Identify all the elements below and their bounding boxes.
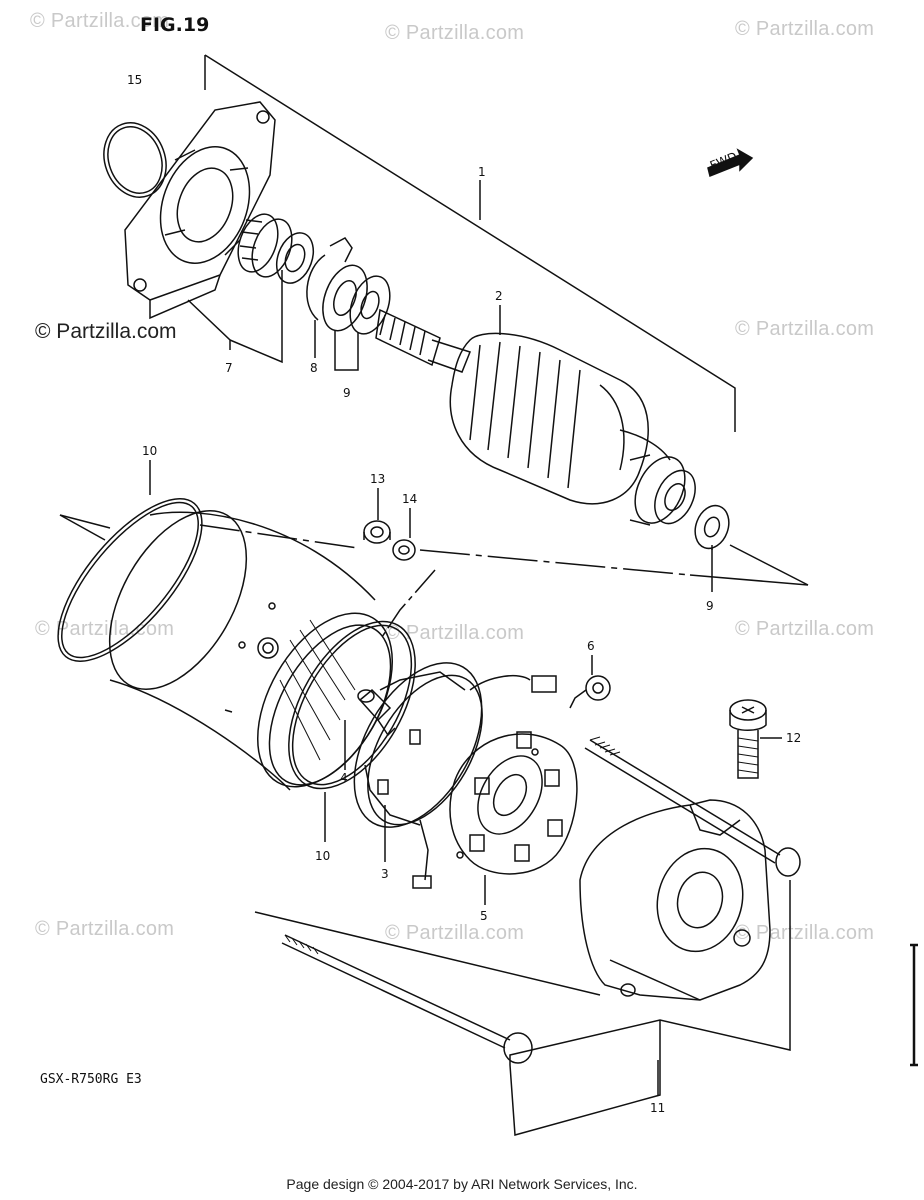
figure-title: FIG.19 (140, 14, 210, 36)
callout-2: 2 (495, 289, 503, 303)
watermark: © Partzilla.com (385, 22, 525, 44)
brush-holder-3 (353, 662, 557, 889)
front-housing (124, 101, 276, 320)
callout-5: 5 (480, 909, 488, 923)
watermark: © Partzilla.com (385, 922, 525, 944)
watermark: © Partzilla.com (385, 622, 525, 644)
washers-9 (322, 264, 391, 335)
nut-13 (363, 520, 391, 544)
watermark: © Partzilla.com (35, 320, 177, 343)
callout-8: 8 (310, 361, 318, 375)
callout-10-lower: 10 (315, 849, 330, 863)
terminal-bolt-4 (357, 688, 396, 737)
callout-14: 14 (402, 492, 417, 506)
watermark: © Partzilla.com (30, 10, 170, 32)
screw-12 (729, 699, 767, 779)
rear-end-cover (579, 799, 771, 1001)
o-ring-10-bottom (288, 620, 416, 790)
callout-4: 4 (340, 771, 348, 785)
clip-8 (306, 237, 353, 321)
washer-9-right (694, 504, 730, 550)
watermark: © Partzilla.com (735, 318, 875, 340)
callout-11: 11 (650, 1101, 665, 1115)
watermark: © Partzilla.com (735, 618, 875, 640)
callout-3: 3 (381, 867, 389, 881)
callout-7: 7 (225, 361, 233, 375)
watermark: © Partzilla.com (35, 618, 175, 640)
bearing-7 (237, 213, 315, 284)
callout-15: 15 (127, 73, 142, 87)
watermark: © Partzilla.com (735, 18, 875, 40)
model-code: GSX-R750RG E3 (40, 1072, 142, 1087)
callout-13: 13 (370, 472, 385, 486)
callout-12: 12 (786, 731, 801, 745)
callout-6: 6 (587, 639, 595, 653)
armature-2 (375, 308, 696, 526)
motor-yoke (108, 510, 394, 791)
through-bolt-lower (281, 934, 533, 1064)
o-ring-10-top (57, 498, 203, 662)
watermark: © Partzilla.com (35, 918, 175, 940)
fwd-arrow-icon (707, 148, 754, 178)
through-bolt-upper (584, 736, 801, 877)
callout-10-upper: 10 (142, 444, 157, 458)
washer-14 (392, 539, 416, 561)
callout-9-upper: 9 (343, 386, 351, 400)
o-ring-15 (103, 122, 167, 198)
page-footer: Page design © 2004-2017 by ARI Network S… (286, 1176, 638, 1192)
callout-1: 1 (478, 165, 486, 179)
brush-plate-5 (449, 731, 578, 875)
brush-spring-6 (569, 675, 611, 709)
callout-9-right: 9 (706, 599, 714, 613)
